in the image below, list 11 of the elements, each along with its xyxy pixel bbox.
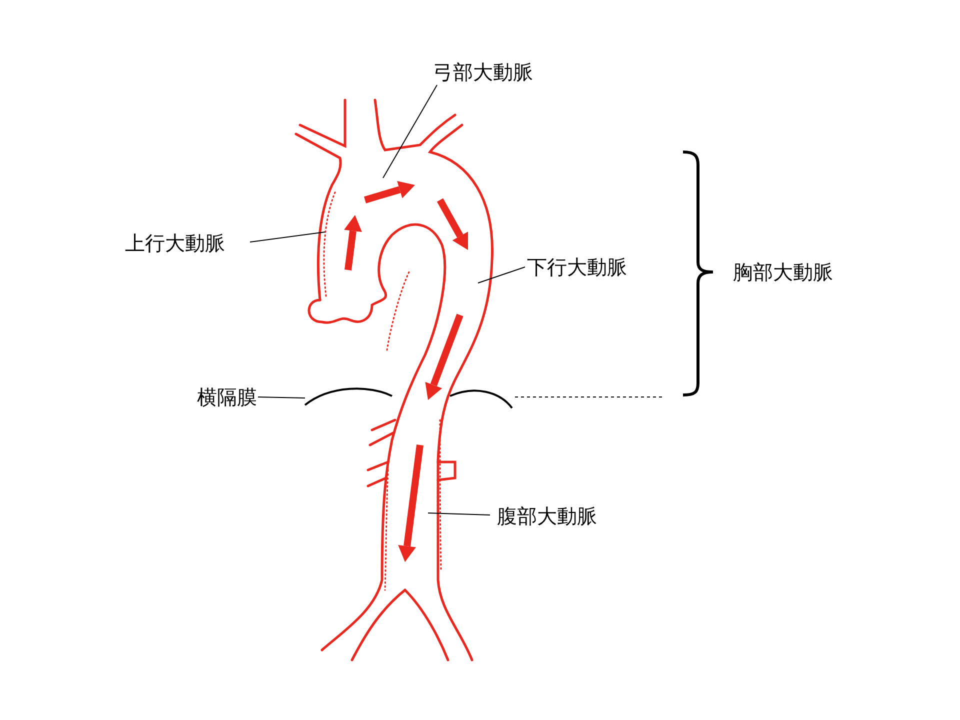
part-label: 下行大動脈 — [527, 255, 627, 279]
part-label: 腹部大動脈 — [497, 504, 597, 528]
part-label: 弓部大動脈 — [433, 60, 533, 84]
leader-line — [258, 396, 306, 398]
leader-line — [428, 512, 490, 516]
leader-line — [478, 266, 526, 284]
part-label: 横隔膜 — [197, 385, 257, 409]
part-label: 上行大動脈 — [125, 231, 225, 255]
leader-line — [250, 232, 326, 242]
region-label: 胸部大動脈 — [733, 260, 833, 284]
leader-line — [382, 84, 438, 178]
